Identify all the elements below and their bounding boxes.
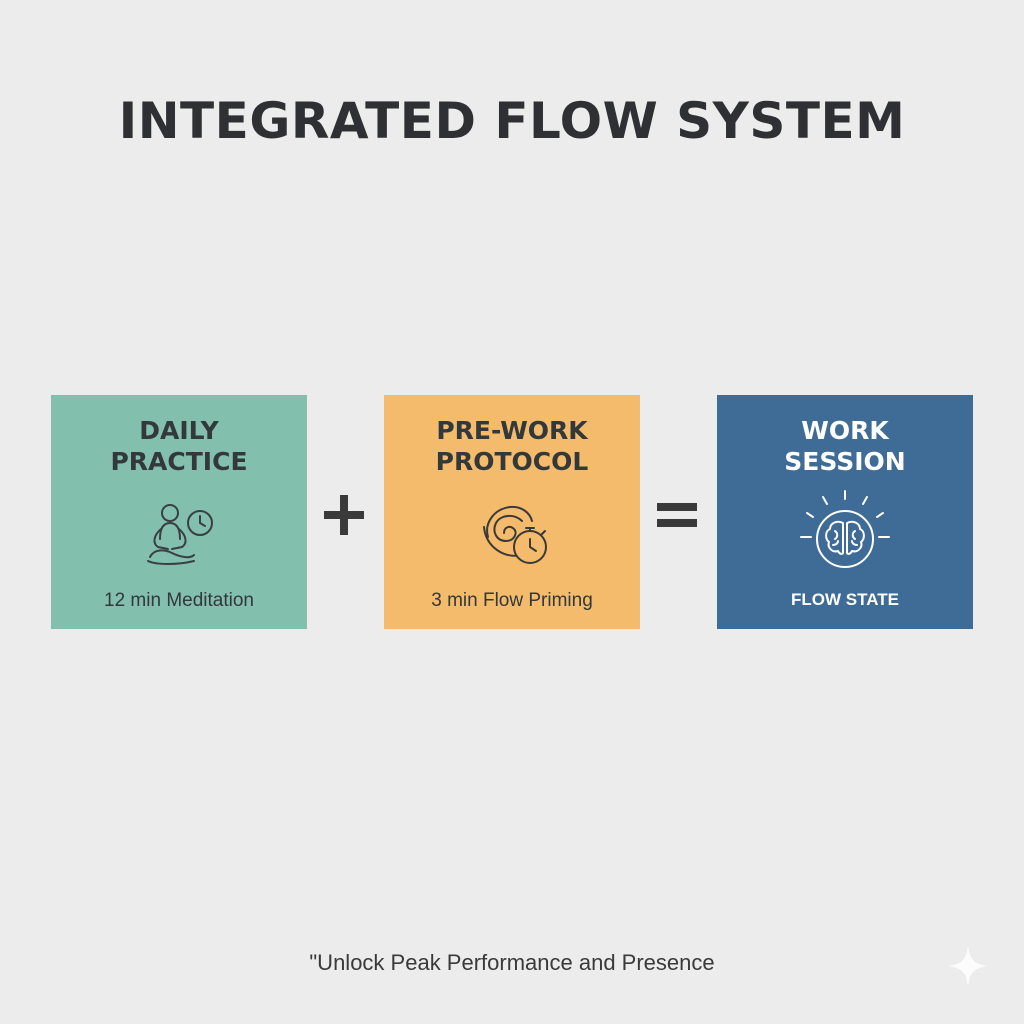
daily-practice-block: DAILY PRACTICE 12 min Meditation <box>51 395 307 629</box>
block-heading-line1: DAILY <box>139 416 219 445</box>
equals-operator: = <box>647 480 707 550</box>
pre-work-protocol-block: PRE-WORK PROTOCOL 3 min Flow Priming <box>384 395 640 629</box>
work-session-block: WORK SESSION FLOW STATE <box>717 395 973 629</box>
plus-operator: + <box>314 480 374 550</box>
block-heading: PRE-WORK PROTOCOL <box>384 415 640 477</box>
block-caption: 3 min Flow Priming <box>431 590 593 611</box>
glowing-brain-icon <box>717 487 973 583</box>
block-heading-line1: PRE-WORK <box>436 416 588 445</box>
spiral-stopwatch-icon <box>384 495 640 575</box>
block-heading: WORK SESSION <box>717 415 973 477</box>
block-caption: FLOW STATE <box>791 590 899 609</box>
footer-quote: "Unlock Peak Performance and Presence <box>309 950 715 975</box>
block-caption: 12 min Meditation <box>104 590 254 611</box>
block-heading: DAILY PRACTICE <box>51 415 307 477</box>
block-heading-line2: PRACTICE <box>110 447 248 476</box>
block-heading-line2: SESSION <box>784 447 906 476</box>
block-heading-line2: PROTOCOL <box>435 447 589 476</box>
diagram-title: INTEGRATED FLOW SYSTEM <box>118 92 906 150</box>
sparkle-icon <box>948 946 988 986</box>
block-heading-line1: WORK <box>801 416 889 445</box>
equals-icon <box>657 503 697 527</box>
meditation-clock-icon <box>51 495 307 575</box>
plus-icon <box>324 495 364 535</box>
